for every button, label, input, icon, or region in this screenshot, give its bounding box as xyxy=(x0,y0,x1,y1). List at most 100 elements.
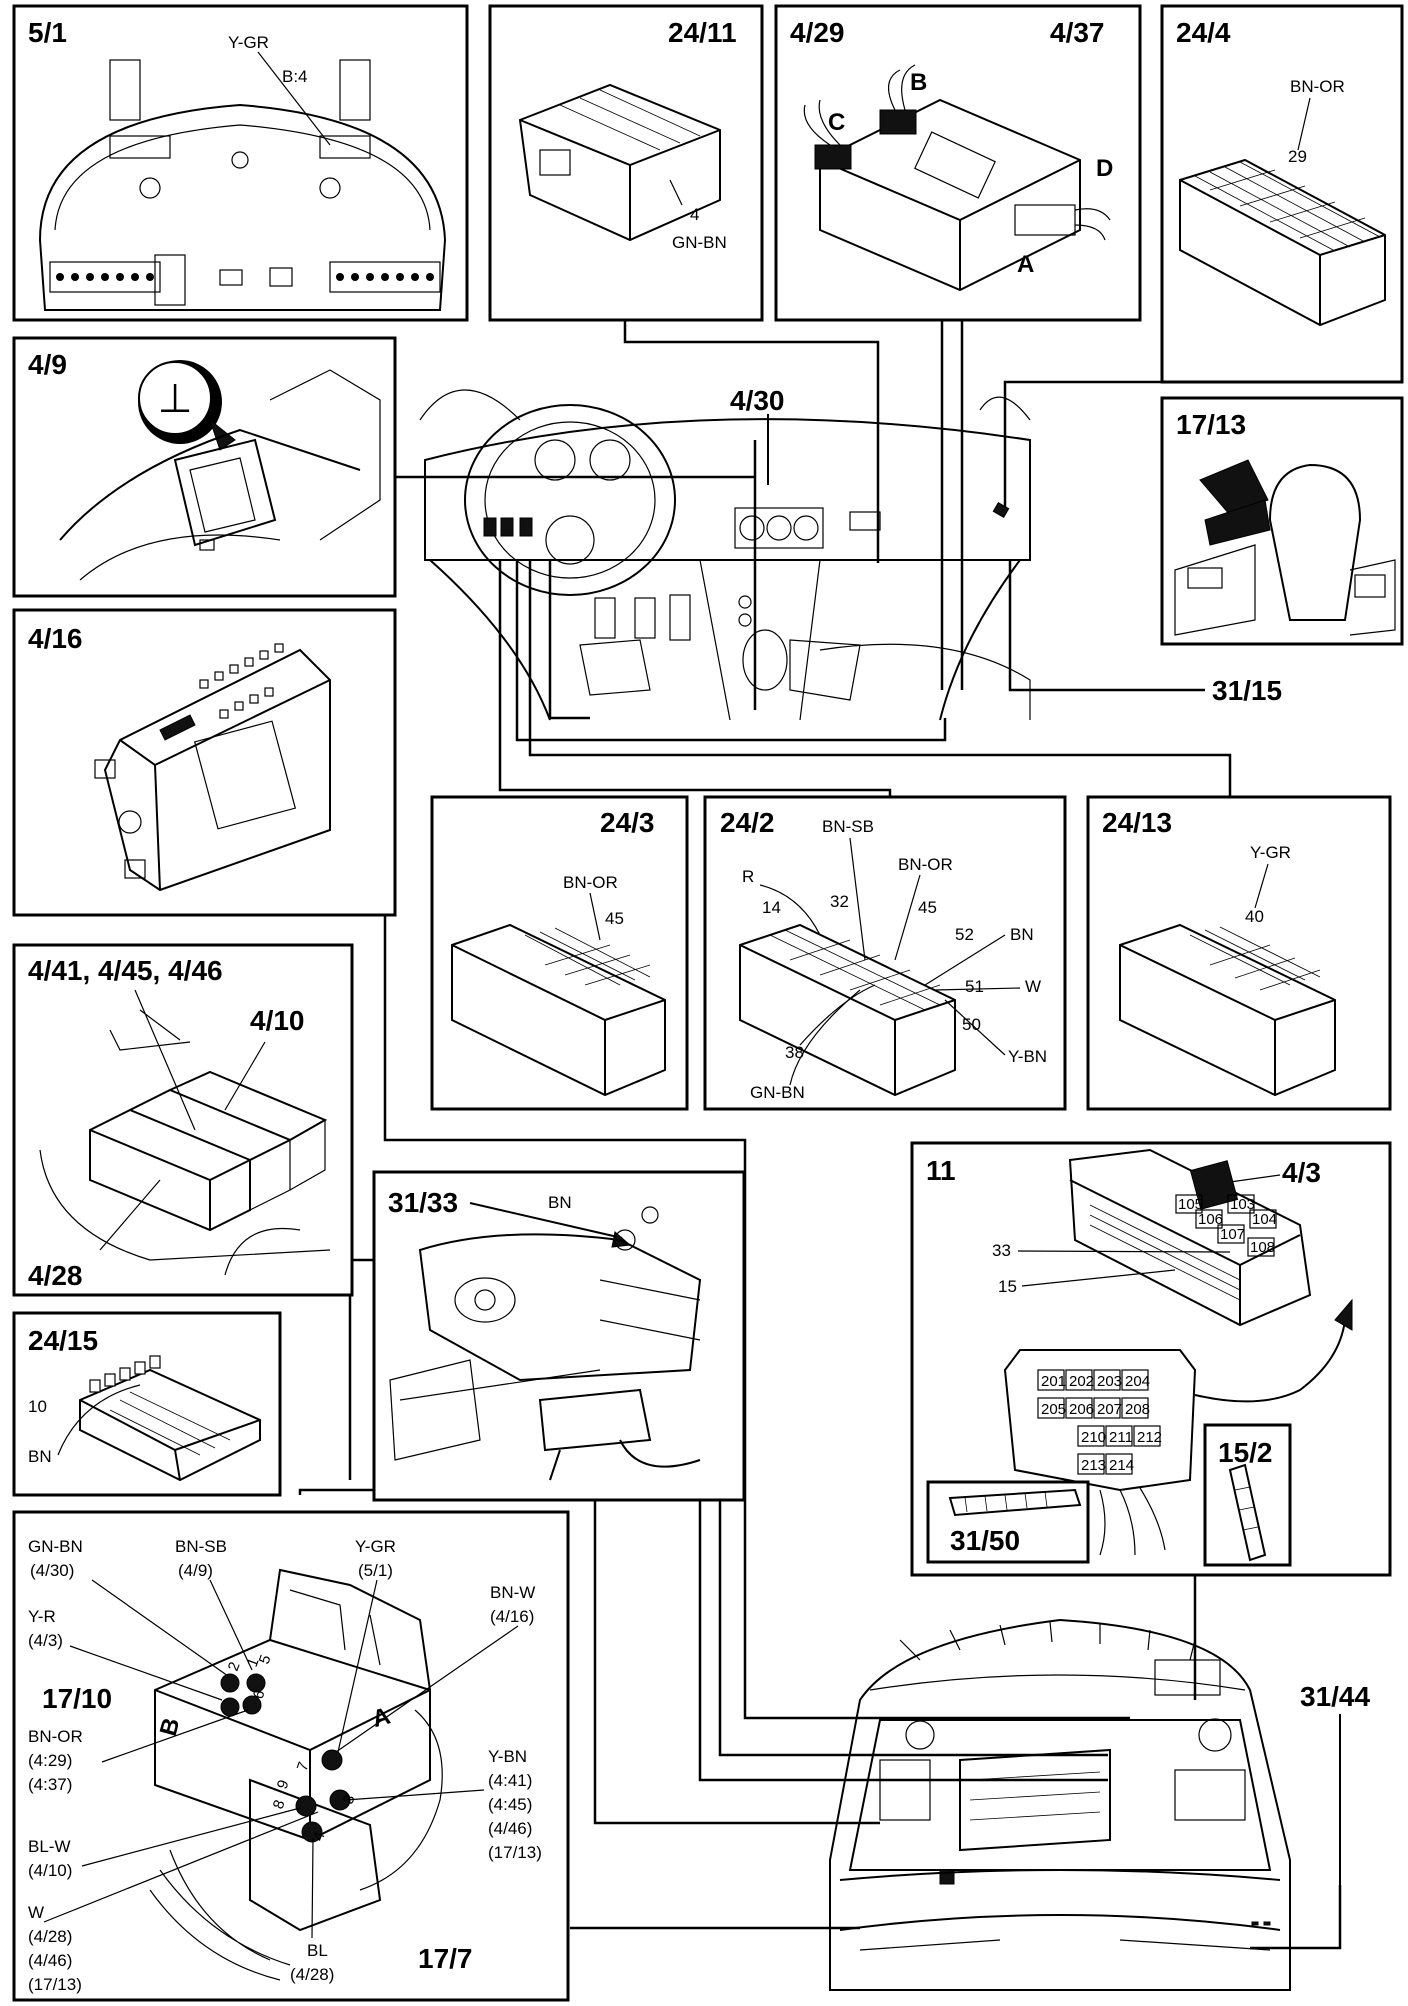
svg-text:104: 104 xyxy=(1252,1211,1277,1228)
panel-label: 24/4 xyxy=(1176,17,1231,48)
panel-label: 31/15 xyxy=(1212,675,1282,706)
panel-label: 5/1 xyxy=(28,17,67,48)
panel-label: 4/16 xyxy=(28,623,83,654)
svg-text:203: 203 xyxy=(1097,1373,1122,1390)
svg-text:(4/28): (4/28) xyxy=(28,1927,72,1946)
panel-label-2: 4/37 xyxy=(1050,17,1105,48)
svg-text:103: 103 xyxy=(1230,1196,1255,1213)
pin-number: 4 xyxy=(690,205,699,224)
wire-y-bn: Y-BN xyxy=(488,1747,527,1766)
panel-24-15: 24/15 10 BN xyxy=(12,1311,282,1497)
connector-letter-a: A xyxy=(1017,251,1034,278)
svg-text:(4/16): (4/16) xyxy=(490,1607,534,1626)
label-15-2: 15/2 xyxy=(1218,1437,1273,1468)
ground-symbol: ⊥ xyxy=(158,376,193,422)
svg-text:207: 207 xyxy=(1097,1401,1122,1418)
panel-label: 24/2 xyxy=(720,807,775,838)
wire-bn-sb: BN-SB xyxy=(175,1537,227,1556)
svg-text:205: 205 xyxy=(1041,1401,1066,1418)
pin-number: 29 xyxy=(1288,147,1307,166)
svg-text:(4/9): (4/9) xyxy=(178,1561,213,1580)
wire-y-bn: Y-BN xyxy=(1008,1047,1047,1066)
wire-bl: BL xyxy=(307,1941,328,1960)
svg-text:204: 204 xyxy=(1125,1373,1150,1390)
panel-label-2: 17/7 xyxy=(418,1943,473,1974)
wire-w: W xyxy=(1025,977,1041,996)
panel-31-33: 31/33 BN xyxy=(372,1170,746,1502)
panel-4-16: 4/16 xyxy=(12,608,397,917)
svg-text:211: 211 xyxy=(1109,1429,1133,1446)
svg-text:(17/13): (17/13) xyxy=(28,1975,82,1994)
panel-11-fuse-box: 11 4/3 105 106 107 103 104 108 33 15 xyxy=(910,1141,1392,1577)
svg-text:(17/13): (17/13) xyxy=(488,1843,542,1862)
panel-label: 17/13 xyxy=(1176,409,1246,440)
svg-text:201: 201 xyxy=(1041,1373,1066,1390)
pin-32: 32 xyxy=(830,892,849,911)
wire-gn-bn: GN-BN xyxy=(750,1083,805,1102)
wire-bn-sb: BN-SB xyxy=(822,817,874,836)
panel-24-4: 24/4 BN-OR 29 xyxy=(1160,4,1404,384)
pin-number: 10 xyxy=(28,1397,47,1416)
wire-bn: BN xyxy=(1010,925,1034,944)
panel-24-3: 24/3 BN-OR 45 xyxy=(430,795,689,1111)
panel-24-11: 24/11 4 GN-BN xyxy=(488,4,764,322)
svg-text:(4/46): (4/46) xyxy=(488,1819,532,1838)
panel-label: 31/33 xyxy=(388,1187,458,1218)
panel-label-2: 4/3 xyxy=(1282,1157,1321,1188)
svg-text:210: 210 xyxy=(1081,1429,1106,1446)
svg-text:214: 214 xyxy=(1109,1457,1134,1474)
panel-label: 17/10 xyxy=(42,1683,112,1714)
svg-text:212: 212 xyxy=(1137,1429,1162,1446)
panel-label: 4/29 xyxy=(790,17,845,48)
pin-51: 51 xyxy=(965,977,984,996)
wire-bn-w: BN-W xyxy=(490,1583,535,1602)
panel-label: 24/15 xyxy=(28,1325,98,1356)
panel-label-3: 4/28 xyxy=(28,1260,83,1291)
panel-label: 24/13 xyxy=(1102,807,1172,838)
panel-24-2: 24/2 BN-SB BN-OR R BN W Y-BN GN-BN 14 32… xyxy=(703,795,1067,1111)
pin-number: 40 xyxy=(1245,907,1264,926)
label-31-15: 31/15 xyxy=(1212,675,1282,706)
wire-color: Y-GR xyxy=(1250,843,1291,862)
svg-text:107: 107 xyxy=(1220,1226,1245,1243)
label-31-50: 31/50 xyxy=(950,1525,1020,1556)
wire-color: BN-OR xyxy=(563,873,618,892)
wire-gn-bn: GN-BN xyxy=(28,1537,83,1556)
svg-text:(4:41): (4:41) xyxy=(488,1771,532,1790)
panel-label: 4/9 xyxy=(28,349,67,380)
pin-15: 15 xyxy=(998,1277,1017,1296)
svg-text:(4:37): (4:37) xyxy=(28,1775,72,1794)
connector-letter-b: B xyxy=(910,69,927,96)
wire-r: R xyxy=(742,867,754,886)
connector-letter-c: C xyxy=(828,109,845,136)
connector-letter-d: D xyxy=(1096,155,1113,182)
wire-color: BN xyxy=(548,1193,572,1212)
svg-text:106: 106 xyxy=(1198,1211,1223,1228)
panel-24-13: 24/13 Y-GR 40 xyxy=(1086,795,1392,1111)
panel-5-1: 5/1 Y-GR B:4 xyxy=(12,4,469,322)
svg-text:(4:45): (4:45) xyxy=(488,1795,532,1814)
connector-pin: B:4 xyxy=(282,67,308,86)
panel-4-29-4-37: 4/29 4/37 A B C D xyxy=(774,4,1142,322)
top-fuses: 105 106 107 103 104 108 xyxy=(1175,1194,1277,1257)
pin-45: 45 xyxy=(918,898,937,917)
bottom-fuses: 201 202 203 204 205 206 207 208 210 211 … xyxy=(1037,1369,1162,1475)
pin-33: 33 xyxy=(992,1241,1011,1260)
wire-color: BN-OR xyxy=(1290,77,1345,96)
panel-label: 4/41, 4/45, 4/46 xyxy=(28,955,223,986)
svg-text:(4/10): (4/10) xyxy=(28,1861,72,1880)
svg-text:(4/46): (4/46) xyxy=(28,1951,72,1970)
panel-17-13: 17/13 xyxy=(1160,396,1404,646)
panel-label: 4/30 xyxy=(730,385,785,416)
wire-bn-or: BN-OR xyxy=(28,1727,83,1746)
wire-y-r: Y-R xyxy=(28,1607,56,1626)
panel-label: 31/44 xyxy=(1300,1681,1370,1712)
svg-text:208: 208 xyxy=(1125,1401,1150,1418)
side-b-label: B xyxy=(155,1715,186,1739)
svg-text:206: 206 xyxy=(1069,1401,1094,1418)
pin-52: 52 xyxy=(955,925,974,944)
panel-label: 24/3 xyxy=(600,807,655,838)
panel-4-9: 4/9 ⊥ xyxy=(12,336,397,598)
panel-17-10-17-7: 17/10 17/7 B A 1 2 3 4 5 6 7 8 9 xyxy=(12,1510,570,2002)
